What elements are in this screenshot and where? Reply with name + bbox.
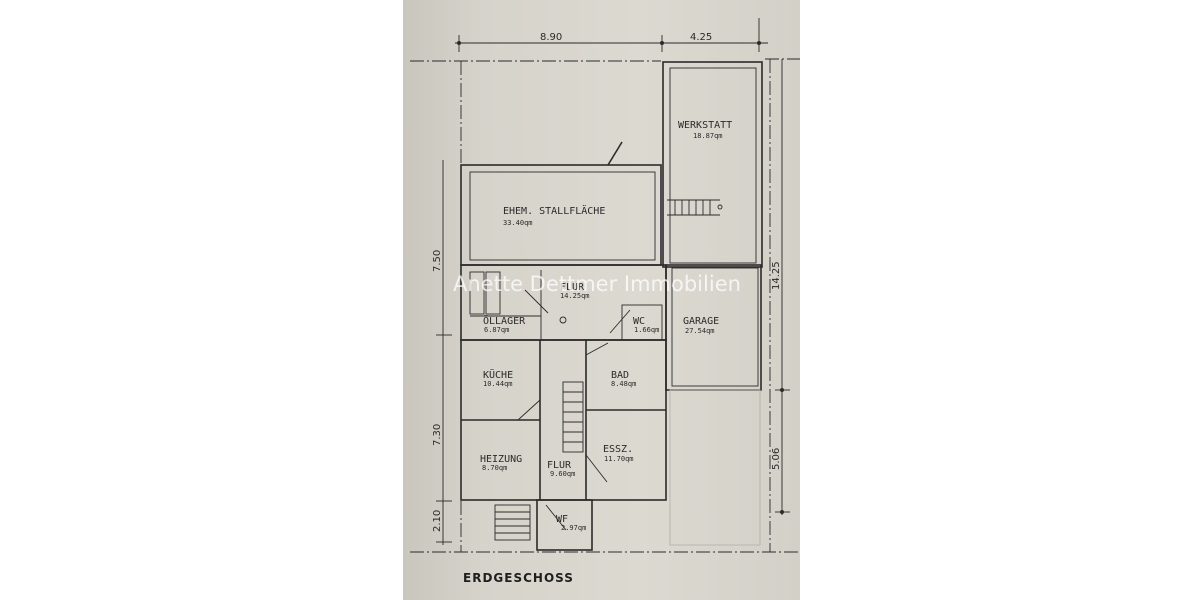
svg-text:27.54qm: 27.54qm xyxy=(685,327,715,335)
dim-right-upper: 14.25 xyxy=(771,261,782,290)
dim-top-right: 4.25 xyxy=(690,32,712,43)
watermark-text: Anette Dettmer Immobilien xyxy=(453,272,741,296)
svg-text:33.40qm: 33.40qm xyxy=(503,219,533,227)
svg-text:6.87qm: 6.87qm xyxy=(484,326,509,334)
svg-text:BAD: BAD xyxy=(611,370,629,381)
svg-text:8.48qm: 8.48qm xyxy=(611,380,636,388)
svg-text:2.97qm: 2.97qm xyxy=(561,524,586,532)
dim-left-middle: 7.30 xyxy=(432,424,443,446)
svg-text:FLUR: FLUR xyxy=(560,282,585,293)
svg-text:1.66qm: 1.66qm xyxy=(634,326,659,334)
room-garage: GARAGE 27.54qm xyxy=(683,316,719,335)
svg-text:EHEM. STALLFLÄCHE: EHEM. STALLFLÄCHE xyxy=(503,204,605,217)
room-flur-lower: FLUR 9.60qm xyxy=(547,460,575,478)
svg-text:9.60qm: 9.60qm xyxy=(550,470,575,478)
svg-text:WC: WC xyxy=(633,316,645,327)
room-stallflaeche: EHEM. STALLFLÄCHE 33.40qm xyxy=(503,204,605,227)
dim-top-left: 8.90 xyxy=(540,32,562,43)
svg-text:11.70qm: 11.70qm xyxy=(604,455,634,463)
left-dimension-line: 7.50 7.30 2.10 xyxy=(432,160,452,545)
svg-text:10.44qm: 10.44qm xyxy=(483,380,513,388)
svg-text:14.25qm: 14.25qm xyxy=(560,292,590,300)
floor-title: ERDGESCHOSS xyxy=(463,571,574,585)
room-kueche: KÜCHE 10.44qm xyxy=(483,368,513,388)
room-heizung: HEIZUNG 8.70qm xyxy=(480,454,522,472)
dim-right-lower: 5.06 xyxy=(771,448,782,470)
room-esszimmer: ESSZ. 11.70qm xyxy=(603,444,634,463)
svg-text:HEIZUNG: HEIZUNG xyxy=(480,454,522,465)
room-bad: BAD 8.48qm xyxy=(611,370,636,388)
room-oellager: ÖLLAGER 6.87qm xyxy=(483,314,526,334)
stairs-icon xyxy=(562,381,584,453)
dim-left-upper: 7.50 xyxy=(432,250,443,272)
entrance-stairs-icon xyxy=(494,504,531,541)
room-flur-upper: FLUR 14.25qm xyxy=(560,282,590,300)
svg-text:WF: WF xyxy=(556,514,568,525)
svg-text:ESSZ.: ESSZ. xyxy=(603,444,633,455)
svg-text:WERKSTATT: WERKSTATT xyxy=(678,120,732,131)
svg-text:ÖLLAGER: ÖLLAGER xyxy=(483,314,526,327)
svg-text:18.87qm: 18.87qm xyxy=(693,132,723,140)
room-wf: WF 2.97qm xyxy=(556,514,586,532)
room-werkstatt: WERKSTATT 18.87qm xyxy=(678,120,732,140)
svg-text:KÜCHE: KÜCHE xyxy=(483,368,513,381)
svg-text:GARAGE: GARAGE xyxy=(683,316,719,327)
dim-left-lower: 2.10 xyxy=(432,510,443,532)
svg-text:8.70qm: 8.70qm xyxy=(482,464,507,472)
right-dimension-line: 14.25 5.06 xyxy=(771,59,790,515)
top-dimension-line: 8.90 4.25 xyxy=(455,18,768,52)
room-wc: WC 1.66qm xyxy=(633,316,659,334)
svg-text:FLUR: FLUR xyxy=(547,460,572,471)
